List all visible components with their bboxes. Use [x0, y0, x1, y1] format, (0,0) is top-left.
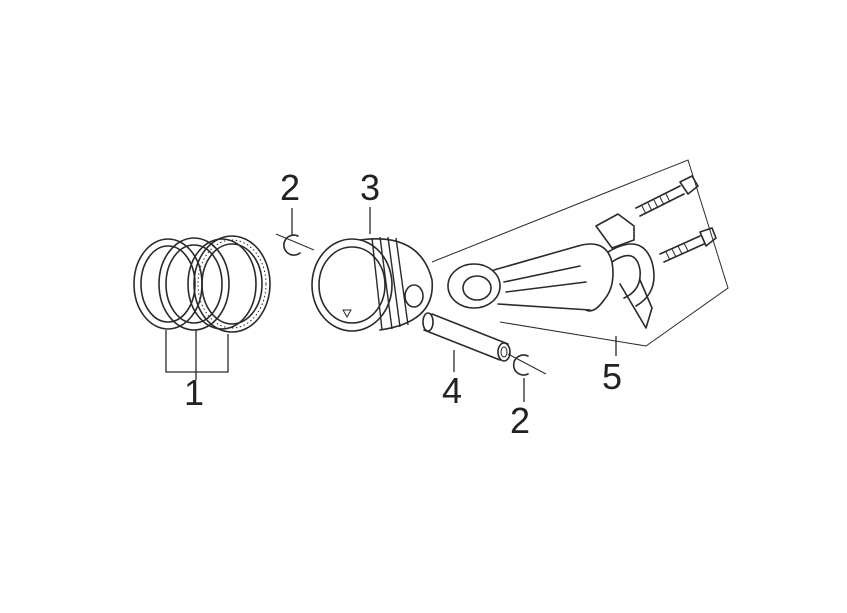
triangle-mark-icon: [342, 309, 352, 319]
callout-piston: 3: [360, 167, 380, 208]
circlip-upper: [275, 208, 315, 256]
circlip-lower: [507, 353, 547, 402]
ring-oil: [187, 235, 271, 333]
piston: [311, 207, 433, 332]
piston-pin: [422, 312, 511, 372]
callout-connecting-rod: 5: [602, 356, 622, 397]
callout-circlip-upper: 2: [280, 167, 300, 208]
callout-piston-pin: 4: [442, 370, 462, 411]
callout-circlip-lower: 2: [510, 400, 530, 441]
callout-piston-rings: 1: [184, 372, 204, 413]
connecting-rod-assembly: [431, 159, 729, 356]
ring-middle: [158, 237, 230, 331]
piston-ring-set: [133, 235, 271, 380]
